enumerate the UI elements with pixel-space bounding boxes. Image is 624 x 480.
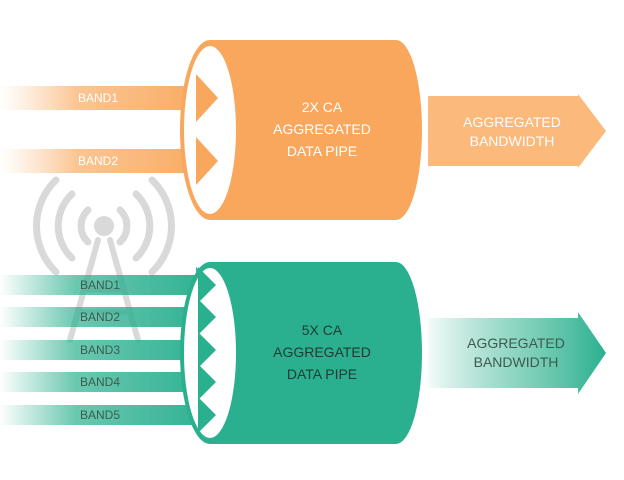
bottom-input-arrows — [0, 267, 216, 433]
band1-arrow — [0, 74, 218, 122]
bottom-pipe-title: 5X CA — [302, 322, 343, 338]
band2-arrow — [0, 299, 216, 335]
top-pipe-title: AGGREGATED — [273, 121, 371, 137]
top-output-label: BANDWIDTH — [470, 133, 555, 149]
bottom-output-label: BANDWIDTH — [474, 354, 559, 370]
band5-arrow — [0, 397, 216, 433]
bottom-output-label: AGGREGATED — [467, 335, 565, 351]
bottom-band-label: BAND2 — [80, 310, 120, 324]
band4-arrow — [0, 364, 216, 400]
top-band-label: BAND2 — [78, 154, 118, 168]
top-pipe-title: DATA PIPE — [287, 143, 357, 159]
bottom-band-label: BAND3 — [80, 343, 120, 357]
top-pipe-title: 2X CA — [302, 99, 343, 115]
bottom-band-label: BAND1 — [80, 278, 120, 292]
top-output-arrow — [428, 94, 606, 168]
bottom-band-label: BAND4 — [80, 375, 120, 389]
band2-arrow — [0, 137, 218, 185]
bottom-pipe-title: AGGREGATED — [273, 344, 371, 360]
band3-arrow — [0, 332, 216, 368]
top-band-label: BAND1 — [78, 91, 118, 105]
band1-arrow — [0, 267, 216, 303]
top-output-label: AGGREGATED — [463, 114, 561, 130]
bottom-output-arrow — [428, 312, 606, 394]
bottom-pipe-title: DATA PIPE — [287, 366, 357, 382]
top-input-arrows — [0, 74, 218, 185]
bottom-band-label: BAND5 — [80, 408, 120, 422]
